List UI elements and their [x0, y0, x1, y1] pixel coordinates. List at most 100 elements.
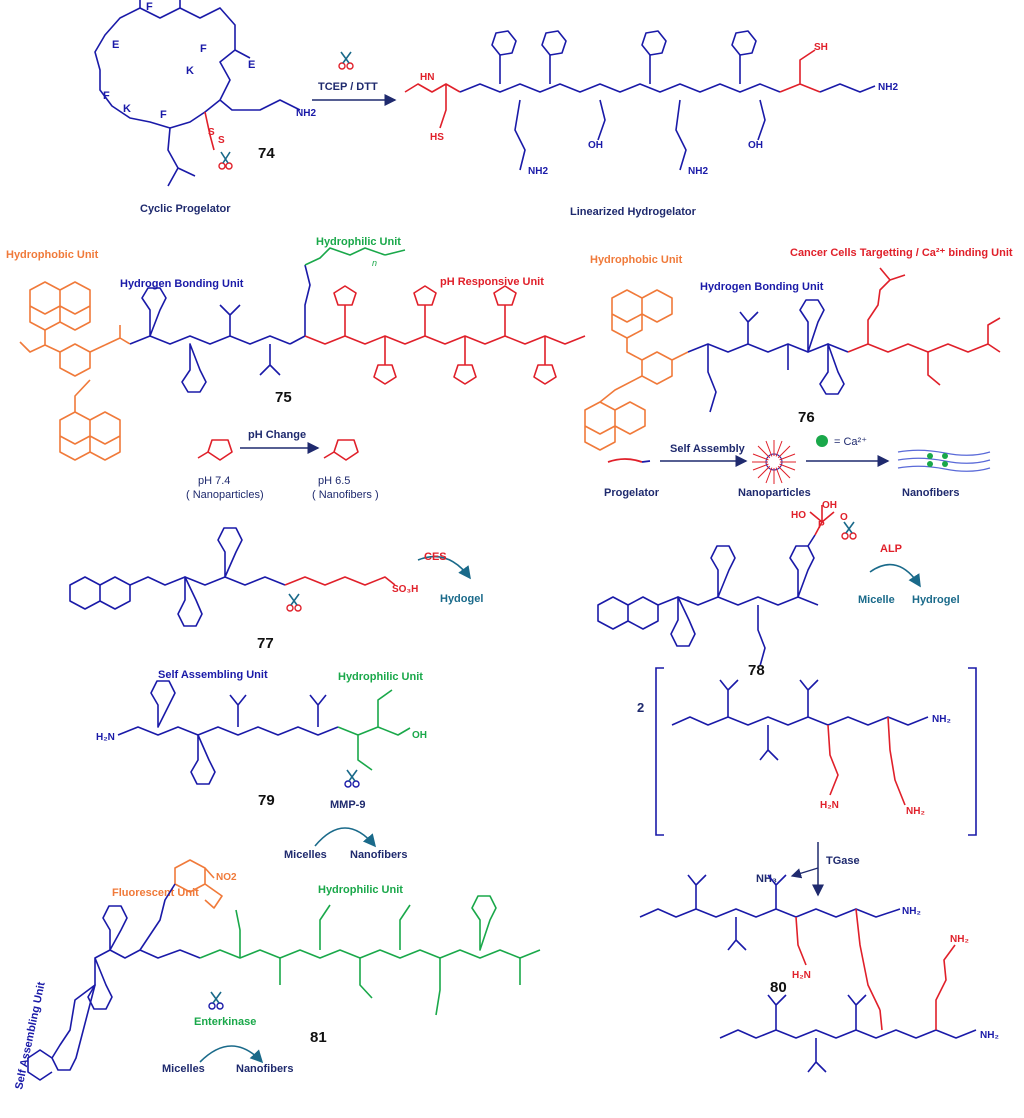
label-hydrophobic: Hydrophobic Unit: [6, 249, 99, 261]
amide-end-label: NH2: [296, 108, 316, 119]
amide-end-label: NH₂: [902, 906, 921, 917]
nitro-label: NO2: [216, 872, 237, 883]
nanofiber-icon: [897, 449, 991, 472]
scissors-icon: [841, 521, 857, 540]
phosphate-label: OH: [822, 500, 837, 511]
to-label: Nanofibers: [350, 849, 407, 861]
phosphate-label: P: [818, 520, 825, 531]
hydroxyl-label: OH: [588, 140, 603, 151]
enzyme-label: MMP-9: [330, 799, 365, 811]
ph-equilibrium: pH Change pH 7.4 ( Nanoparticles) pH 6.5…: [186, 429, 379, 501]
amine-label: NH2: [688, 166, 708, 177]
amide-end-label: NH₂: [980, 1030, 999, 1041]
compound-78: HO OH P O ALP Micelle Hydrogel 78: [597, 500, 960, 679]
self-assembly-label: Self Assembly: [670, 443, 746, 455]
calcium-ion-icon: = Ca²⁺: [816, 435, 867, 448]
compound-number: 78: [748, 662, 765, 679]
scissors-icon: [338, 51, 354, 70]
residue-label: F: [103, 90, 110, 102]
compound-number: 80: [770, 979, 787, 996]
ph-change-label: pH Change: [248, 429, 306, 441]
nh-label: HN: [420, 72, 434, 83]
thiol-label: HS: [430, 132, 444, 143]
compound-75: Hydrophobic Unit Hydrogen Bonding Unit H…: [6, 236, 586, 501]
residue-label: K: [123, 103, 131, 115]
nanoparticle-icon: [752, 440, 796, 484]
amine-label: H₂N: [96, 732, 115, 743]
amine-side-label: NH₂: [950, 934, 969, 945]
scissors-icon: [286, 593, 302, 612]
peg-repeat-label: n: [372, 258, 377, 268]
label-nanoparticles: Nanoparticles: [738, 487, 811, 499]
label-hydrophilic: Hydrophilic Unit: [318, 884, 403, 896]
label-self-assembling: Self Assembling Unit: [158, 669, 268, 681]
to-label: Hydrogel: [912, 594, 960, 606]
hydroxyl-label: OH: [412, 730, 427, 741]
compound-76: Hydrophobic Unit Hydrogen Bonding Unit C…: [584, 247, 1013, 499]
compound-number: 79: [258, 792, 275, 809]
amide-side-label: H₂N: [792, 970, 811, 981]
self-assembly-scheme: Self Assembly = Ca²⁺ Progelator Nanopart…: [604, 435, 991, 499]
amide-end-label: NH2: [878, 82, 898, 93]
residue-label: E: [112, 39, 119, 51]
label-nanofibers: Nanofibers: [902, 487, 959, 499]
compound-81: Fluorescent Unit NO2 Hydrophilic Unit En…: [13, 859, 541, 1091]
from-label: Micelles: [162, 1063, 205, 1075]
amine-label: NH2: [528, 166, 548, 177]
compound-79: Self Assembling Unit Hydrophilic Unit H₂…: [96, 669, 427, 861]
compound-80: 2 NH₂ H₂N NH₂ TGase NH₃ NH₂ H₂N 80 NH₂ N…: [637, 667, 999, 1073]
residue-label: F: [200, 43, 207, 55]
phosphate-label: O: [840, 512, 848, 523]
reagent-label: TCEP / DTT: [318, 81, 378, 93]
label-hydrogen-bonding: Hydrogen Bonding Unit: [700, 281, 824, 293]
amide-end-label: NH₂: [932, 714, 951, 725]
compound-77: SO₃H CES Hydogel 77: [69, 527, 483, 652]
compound-number: 77: [257, 635, 274, 652]
residue-label: F: [146, 1, 153, 13]
label-targeting: Cancer Cells Targetting / Ca²⁺ binding U…: [790, 247, 1013, 259]
residue-label: K: [186, 65, 194, 77]
compound-74-cyclic: F K E F E K F F S S NH2 74 Cyclic Progel…: [94, 0, 316, 215]
compound-number: 74: [258, 145, 275, 162]
scissors-icon: [208, 991, 224, 1010]
compound-74-linear: HN HS SH NH2 NH2 OH NH2 OH Linearized Hy…: [404, 30, 898, 218]
ph-right-state: ( Nanofibers ): [312, 489, 379, 501]
scissors-icon: [344, 769, 360, 788]
sulfur-label: S: [218, 135, 225, 146]
amine-side-label: NH₂: [906, 806, 925, 817]
label-ph-responsive: pH Responsive Unit: [440, 276, 544, 288]
label-hydrophilic: Hydrophilic Unit: [316, 236, 401, 248]
label-progelator: Progelator: [604, 487, 660, 499]
sulfonate-label: SO₃H: [392, 584, 418, 595]
multiplier-label: 2: [637, 700, 644, 715]
ph-left-state: ( Nanoparticles): [186, 489, 264, 501]
caption-cyclic: Cyclic Progelator: [140, 203, 231, 215]
ph-left-value: pH 7.4: [198, 475, 230, 487]
enzyme-label: TGase: [826, 855, 860, 867]
compound-number: 75: [275, 389, 292, 406]
from-label: Micelles: [284, 849, 327, 861]
sulfur-label: S: [208, 127, 215, 138]
byproduct-label: NH₃: [756, 873, 777, 885]
compound-number: 76: [798, 409, 815, 426]
enzyme-label: Enterkinase: [194, 1016, 256, 1028]
ph-right-value: pH 6.5: [318, 475, 350, 487]
product-label: Hydogel: [440, 593, 483, 605]
amide-side-label: H₂N: [820, 800, 839, 811]
label-hydrophobic: Hydrophobic Unit: [590, 254, 683, 266]
caption-linear: Linearized Hydrogelator: [570, 206, 697, 218]
to-label: Nanofibers: [236, 1063, 293, 1075]
residue-label: E: [248, 59, 255, 71]
reaction-arrow-74: TCEP / DTT: [312, 51, 397, 106]
from-label: Micelle: [858, 594, 895, 606]
calcium-legend: = Ca²⁺: [834, 436, 867, 448]
label-fluorescent: Fluorescent Unit: [112, 887, 199, 899]
scissors-icon: [218, 151, 233, 170]
compound-number: 81: [310, 1029, 327, 1046]
phosphate-label: HO: [791, 510, 806, 521]
hydroxyl-label: OH: [748, 140, 763, 151]
residue-label: F: [160, 109, 167, 121]
enzyme-label: ALP: [880, 543, 902, 555]
